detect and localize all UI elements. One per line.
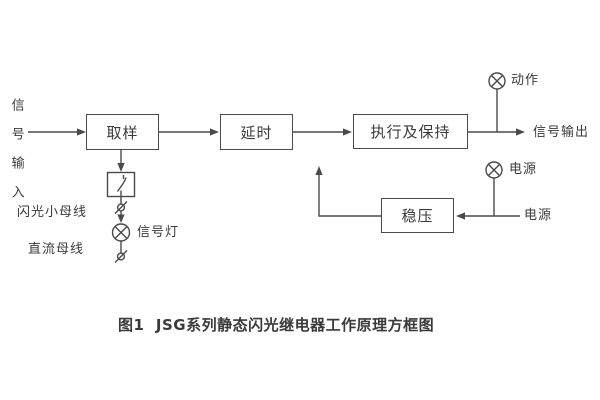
output-arrow	[468, 128, 525, 136]
execute-hold-box-label: 执行及保持	[370, 123, 451, 141]
dc-bus-terminal-icon	[114, 250, 128, 263]
flash-bus-terminal-icon	[114, 197, 128, 214]
sampling-box: 取样	[86, 114, 159, 150]
sampling-box-label: 取样	[106, 123, 139, 142]
power-indicator-label: 电源	[509, 162, 538, 177]
execute-hold-box: 执行及保持	[353, 114, 468, 149]
switch-icon	[106, 171, 136, 198]
signal-input-label: 信号输入	[8, 98, 24, 214]
delay-box: 延时	[220, 114, 293, 150]
dc-bus-label: 直流母线	[28, 242, 85, 257]
regulator-box: 稳压	[381, 198, 454, 233]
flash-bus-label: 闪光小母线	[17, 205, 88, 220]
figure-caption: 图1 JSG系列静态闪光继电器工作原理方框图	[118, 316, 435, 334]
power-lamp-icon	[485, 161, 503, 216]
regulator-feedback-arrow	[315, 166, 381, 217]
power-to-regulator-arrow	[456, 212, 520, 220]
delay-box-label: 延时	[240, 123, 273, 142]
sampling-down-arrow	[117, 150, 125, 172]
signal-output-label: 信号输出	[533, 125, 590, 140]
regulator-box-label: 稳压	[401, 207, 434, 225]
sampling-to-delay-arrow	[159, 128, 219, 136]
signal-lamp-label: 信号灯	[137, 225, 180, 240]
terminal-to-lamp-arrow	[117, 211, 125, 223]
power-source-label: 电源	[524, 208, 553, 223]
delay-to-execute-arrow	[293, 128, 352, 136]
signal-lamp-icon	[111, 223, 131, 253]
input-arrow	[28, 128, 86, 136]
action-lamp-icon	[488, 72, 506, 132]
action-label: 动作	[511, 73, 540, 88]
